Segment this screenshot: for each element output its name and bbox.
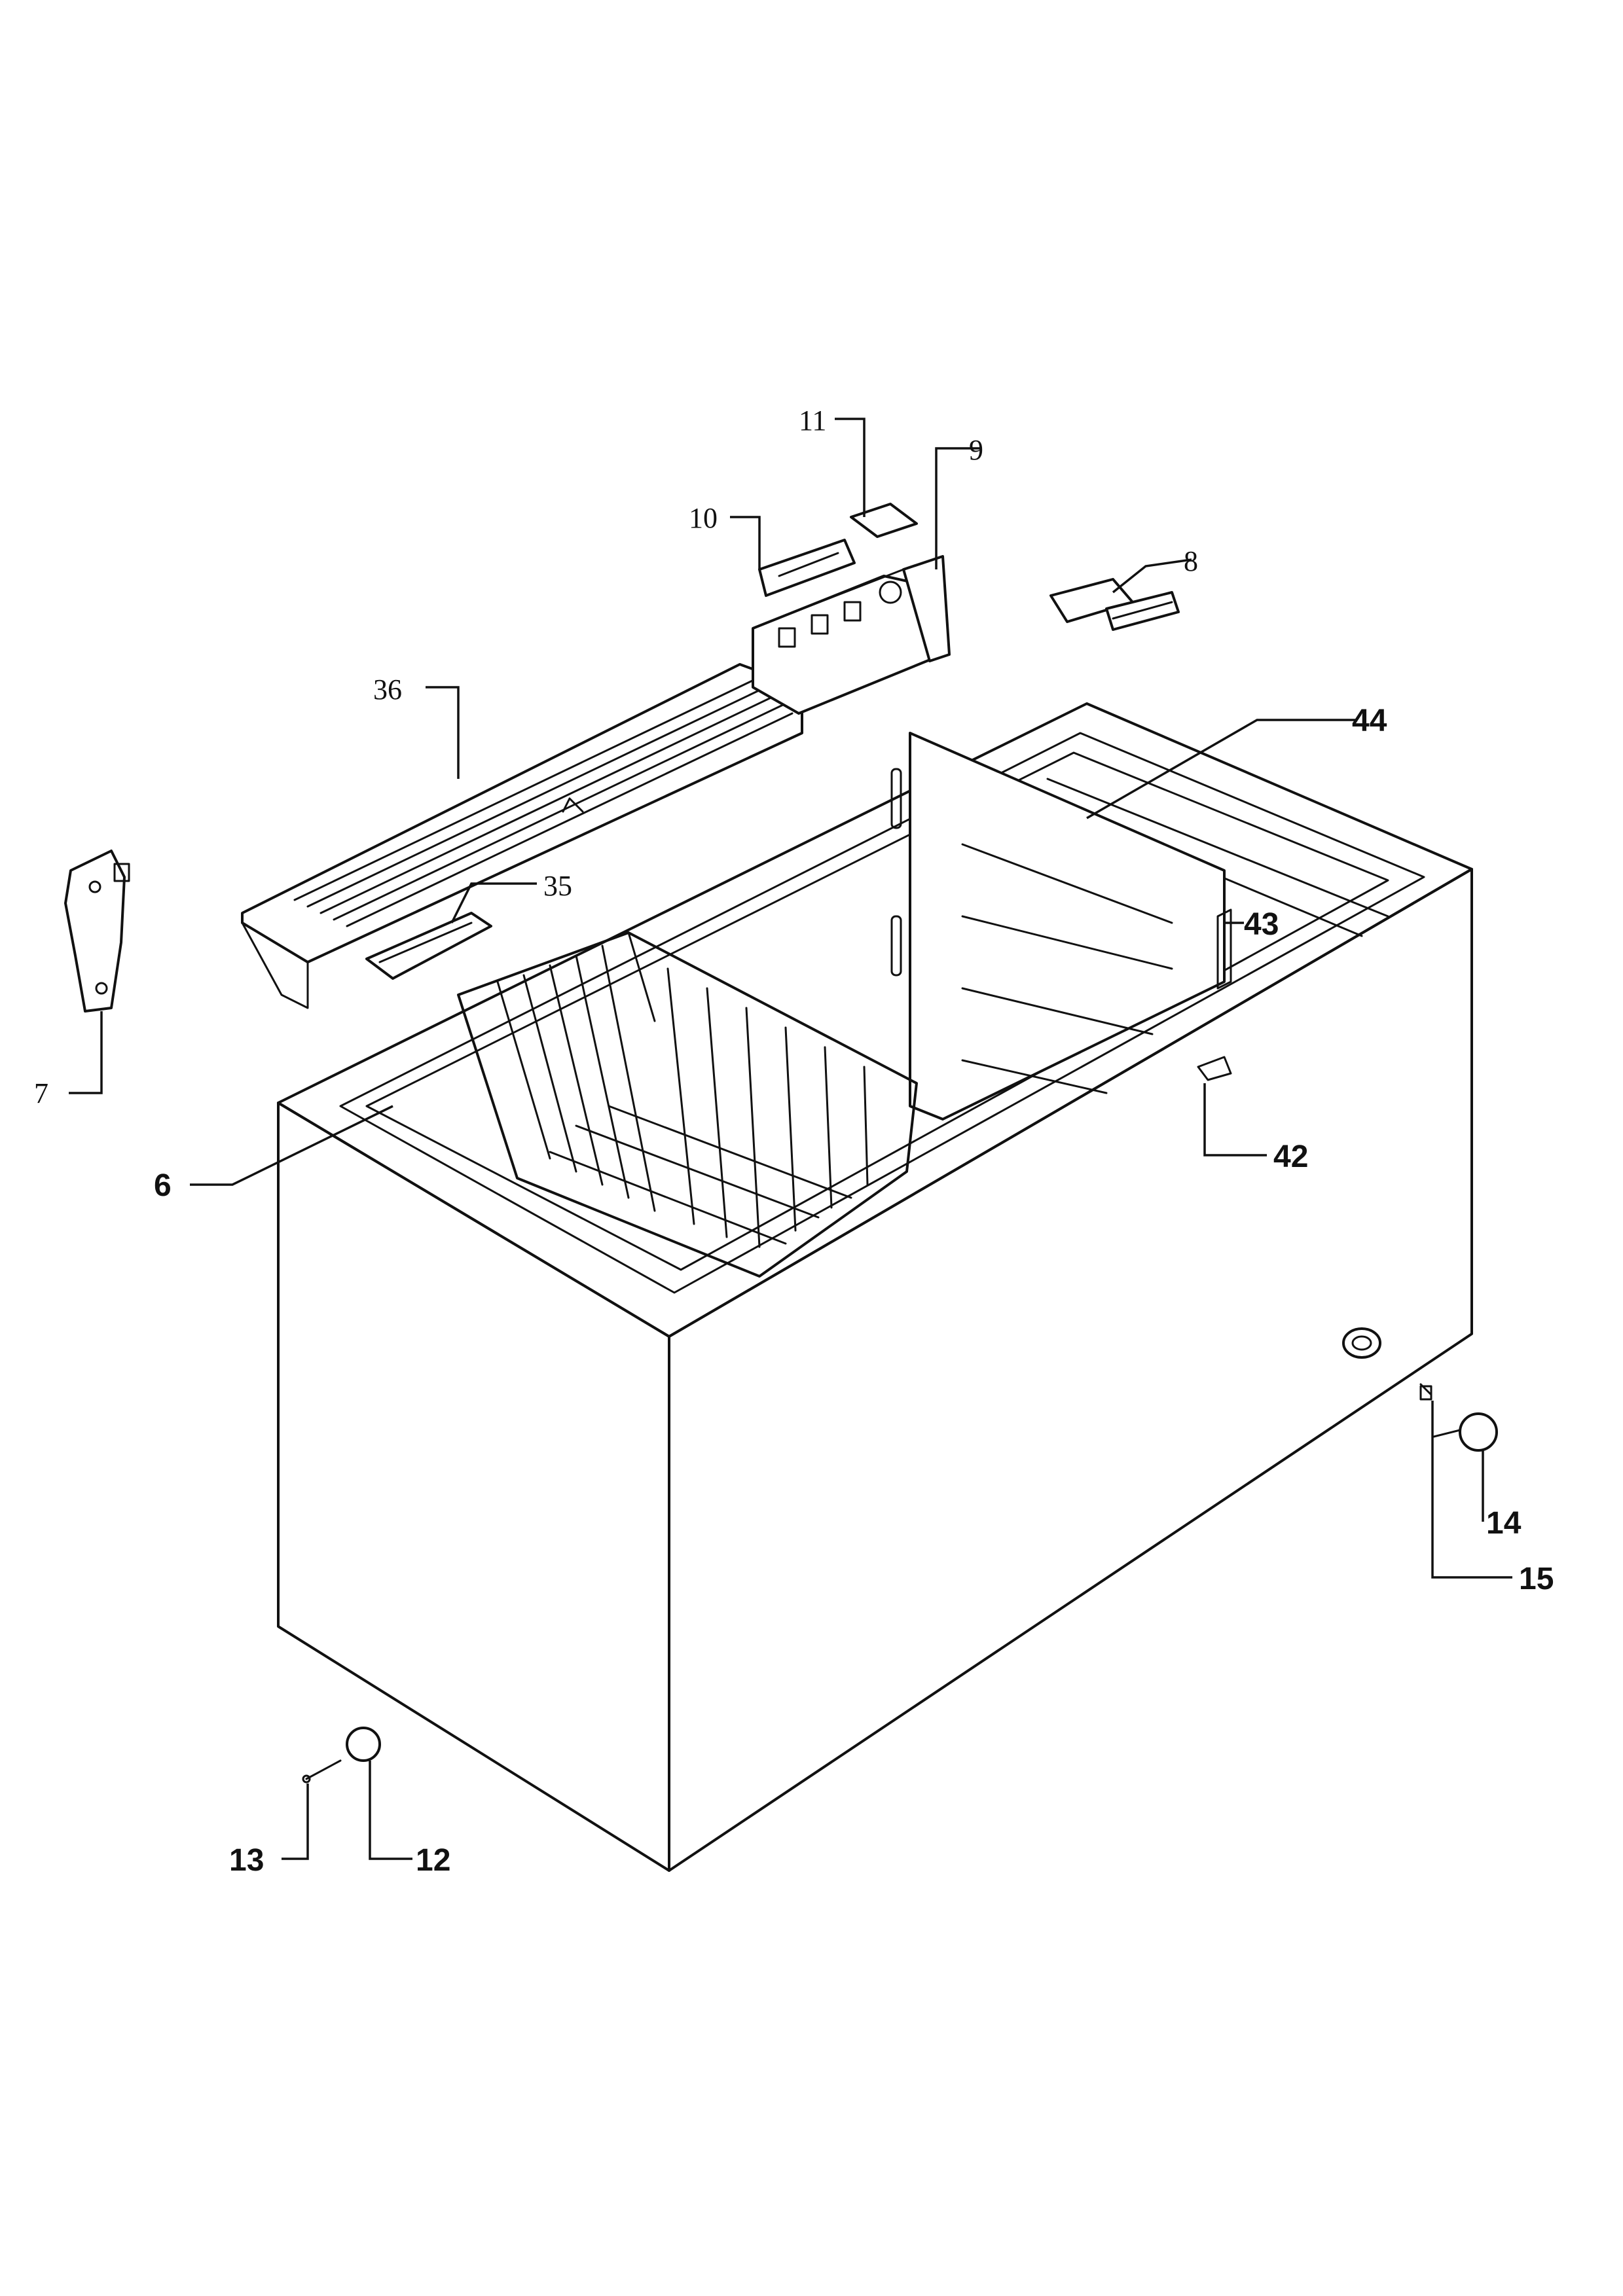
screw-icon [302,1774,311,1784]
rail-bracket [365,912,492,980]
castor-set-front [302,1727,381,1784]
divider-plate [890,732,1232,1121]
lid-stop-clip [1197,1056,1232,1081]
wire-basket [457,931,918,1278]
part-label-35: 35 [543,870,572,902]
hinge-bracket [64,850,130,1013]
part-label-42: 42 [1273,1139,1308,1174]
part-label-10: 10 [689,502,718,534]
screw-icon [1419,1385,1432,1401]
part-label-6: 6 [154,1168,172,1203]
top-rail [241,663,803,1009]
basket-wires [496,944,869,1278]
part-label-43: 43 [1244,907,1279,942]
castor-set-side [1419,1383,1498,1452]
foot-icon [1459,1412,1498,1452]
part-label-12: 12 [416,1843,450,1878]
part-label-36: 36 [373,673,402,706]
part-label-7: 7 [34,1077,48,1109]
control-panel [758,539,856,597]
part-label-9: 9 [969,434,983,466]
part-label-44: 44 [1352,704,1387,738]
part-label-8: 8 [1184,545,1198,577]
freezer-cabinet [277,702,1473,1872]
part-labels: 7 6 8 9 10 11 35 36 44 43 42 14 15 13 12 [34,404,1554,1878]
part-label-15: 15 [1519,1562,1554,1596]
light-unit [1049,578,1180,631]
part-label-14: 14 [1486,1506,1522,1541]
control-knob-cover [850,503,918,538]
control-housing [752,555,951,715]
part-label-13: 13 [229,1843,264,1878]
foot-icon [346,1727,381,1762]
lock-cylinder-icon [1342,1327,1381,1359]
leader-lines [69,418,1512,1860]
part-label-11: 11 [799,404,826,437]
